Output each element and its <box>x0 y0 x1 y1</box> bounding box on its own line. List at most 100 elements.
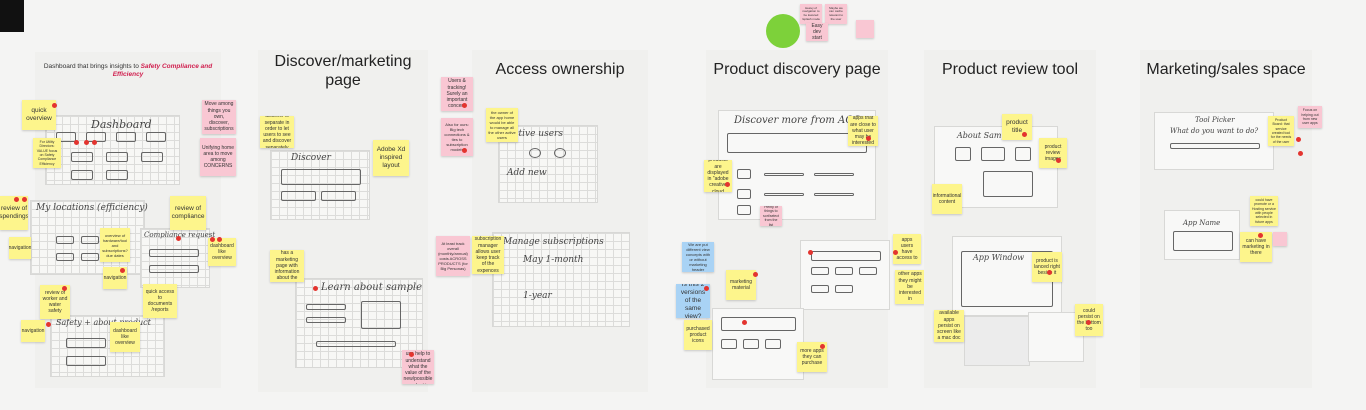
dashboard-intro: Dashboard that brings insights to Safety… <box>38 63 218 80</box>
top-note-4[interactable] <box>856 20 874 38</box>
note-product-title[interactable]: product title <box>1002 114 1032 140</box>
note-adobe-xd[interactable]: Adobe Xd inspired layout <box>373 140 409 176</box>
note-subscription-manager[interactable]: subscription manager allows user keep tr… <box>472 236 504 274</box>
sketch-text-manage-subs: Manage subscriptions <box>503 237 604 247</box>
sketch-box <box>149 265 199 273</box>
note-move-among[interactable]: Move among things you own, discover, sub… <box>202 100 236 134</box>
sketch-text-dashboard: Dashboard <box>91 118 152 131</box>
note-review-compliance[interactable]: review of compliance <box>170 196 206 230</box>
note-purchased[interactable]: purchased product icons <box>684 320 712 350</box>
sketch-box <box>721 339 737 349</box>
sketch-text-app-name: App Name <box>1183 219 1221 227</box>
sketch-text-discover: Discover <box>291 153 331 163</box>
frame-access[interactable] <box>472 50 648 392</box>
note-also-for[interactable]: Also for ours: Big tech connections & ti… <box>441 118 473 156</box>
note-available-apps[interactable]: available apps persist on screen like a … <box>934 310 964 342</box>
frame-title-product-review: Product review tool <box>941 61 1079 78</box>
sketch-box <box>316 341 396 347</box>
vote-dot <box>893 250 898 255</box>
note-owner-of[interactable]: the owner of the app home would be able … <box>486 108 518 142</box>
vote-dot <box>462 103 467 108</box>
note-apps-users[interactable]: apps users have access to <box>893 234 921 264</box>
vote-dot <box>1047 270 1052 275</box>
note-quick-overview[interactable]: quick overview <box>22 100 56 130</box>
sketch-text-monthly: May 1-month <box>523 255 584 265</box>
sketch-learn: Learn about sample <box>295 278 423 368</box>
frame-title-marketing-sales: Marketing/sales space <box>1146 61 1306 78</box>
note-product-review-images[interactable]: product review images <box>1039 138 1067 168</box>
note-dashboard-overview[interactable]: dashboard like overview <box>208 238 236 266</box>
sketch-box <box>321 191 356 201</box>
sketch-box <box>814 173 854 176</box>
note-can-have-marketing[interactable]: can have marketing in there <box>1240 232 1272 262</box>
vote-dot <box>725 182 730 187</box>
top-note-3[interactable]: Easy dev start <box>806 23 828 41</box>
sketch-text-compliance: Compliance request <box>144 231 216 239</box>
top-note-2[interactable]: Maybe we can cache relevant to the user <box>825 4 847 24</box>
note-plenty[interactable]: Plenty of things to sort/select from the… <box>760 206 782 226</box>
vote-dot <box>753 272 758 277</box>
sketch-box <box>811 285 829 293</box>
sketch-text-learn: Learn about sample <box>321 282 423 293</box>
sketch-box <box>764 173 804 176</box>
note-discover-separate[interactable]: discover is separate in order to let use… <box>260 116 294 148</box>
vote-dot <box>1298 151 1303 156</box>
vote-dot <box>462 148 467 153</box>
note-quick-access[interactable]: quick access to documents /reports <box>143 284 177 318</box>
vote-dot <box>217 237 222 242</box>
note-lanced-right[interactable]: product is lanced right beside it <box>1032 252 1062 282</box>
sketch-box <box>71 170 93 180</box>
sketch-safety: Safety + about product <box>50 315 165 377</box>
sketch-box <box>737 205 751 215</box>
sketch-box <box>727 133 867 153</box>
sketch-box <box>281 191 316 201</box>
note-navigation-1[interactable]: navigation <box>9 237 31 259</box>
sketch-dashboard: Dashboard <box>45 115 180 185</box>
note-unifying[interactable]: Unifying home area to move among CONCERN… <box>200 138 236 176</box>
sketch-box <box>56 236 74 244</box>
vote-dot <box>1296 137 1301 142</box>
vote-dot <box>176 236 181 241</box>
sketch-text-about-samples: About Samples <box>957 131 1018 140</box>
note-overview-hw[interactable]: overview of hardware/tool and subscripti… <box>100 228 130 262</box>
sketch-box <box>835 285 853 293</box>
note-product-board[interactable]: Product Board: that service created tool… <box>1268 116 1294 146</box>
sketch-box <box>146 132 166 142</box>
top-note-1[interactable]: Heavy of navigation to be lowered /splas… <box>800 4 822 24</box>
note-other-apps[interactable]: other apps they might be interested in <box>895 270 925 304</box>
note-informational[interactable]: informational content <box>932 184 962 214</box>
sketch-compliance: Compliance request <box>140 228 215 288</box>
note-navigation-3[interactable]: navigation <box>21 320 45 342</box>
note-dashboard-like[interactable]: dashboard like overview <box>110 322 140 352</box>
note-ms-small[interactable] <box>1273 232 1287 246</box>
sketch-text-what-do: What do you want to do? <box>1170 127 1259 135</box>
sketch-discover: Discover <box>270 150 370 220</box>
note-we-put[interactable]: We are put different view concepts with … <box>682 242 714 272</box>
vote-dot <box>1086 320 1091 325</box>
vote-dot <box>52 103 57 108</box>
sketch-text-app-window: App Window <box>973 253 1025 262</box>
vote-dot <box>120 268 125 273</box>
sketch-text-tool-picker: Tool Picker <box>1195 116 1235 124</box>
note-all-products[interactable]: all products are displayed in "adobe cre… <box>704 160 732 192</box>
sketch-pd-grid <box>800 240 890 310</box>
note-each-product[interactable]: each product has a marketing page with i… <box>270 250 304 282</box>
note-could-have-one[interactable]: could have promote or a Hosting service … <box>1250 196 1278 226</box>
note-at-least[interactable]: At least track overall (monthly/annual) … <box>436 236 470 276</box>
note-users-tracking[interactable]: Users & tracking! Surely an important co… <box>441 77 473 111</box>
vote-dot <box>62 286 67 291</box>
vote-dot <box>1056 158 1061 163</box>
sketch-box <box>71 152 93 162</box>
sketch-box <box>981 147 1005 161</box>
intro-emphasis: Safety Compliance and Efficiency <box>112 63 213 79</box>
vote-dot <box>409 352 414 357</box>
sketch-box <box>859 267 877 275</box>
vote-dot <box>866 136 871 141</box>
note-marketing-material[interactable]: marketing material <box>726 270 756 300</box>
note-users-could[interactable]: Users could use help to understand what … <box>402 350 434 384</box>
note-feature-apps[interactable]: Featured apps that are close to what use… <box>848 116 878 146</box>
note-for-utility[interactable]: For Utility Directors: VALUE focus on Sa… <box>33 138 61 168</box>
note-focus[interactable]: Focus on helping out from new user apps <box>1298 106 1322 128</box>
sketch-box <box>721 317 796 331</box>
sketch-text-my-locations: My locations (efficiency) <box>36 203 148 213</box>
